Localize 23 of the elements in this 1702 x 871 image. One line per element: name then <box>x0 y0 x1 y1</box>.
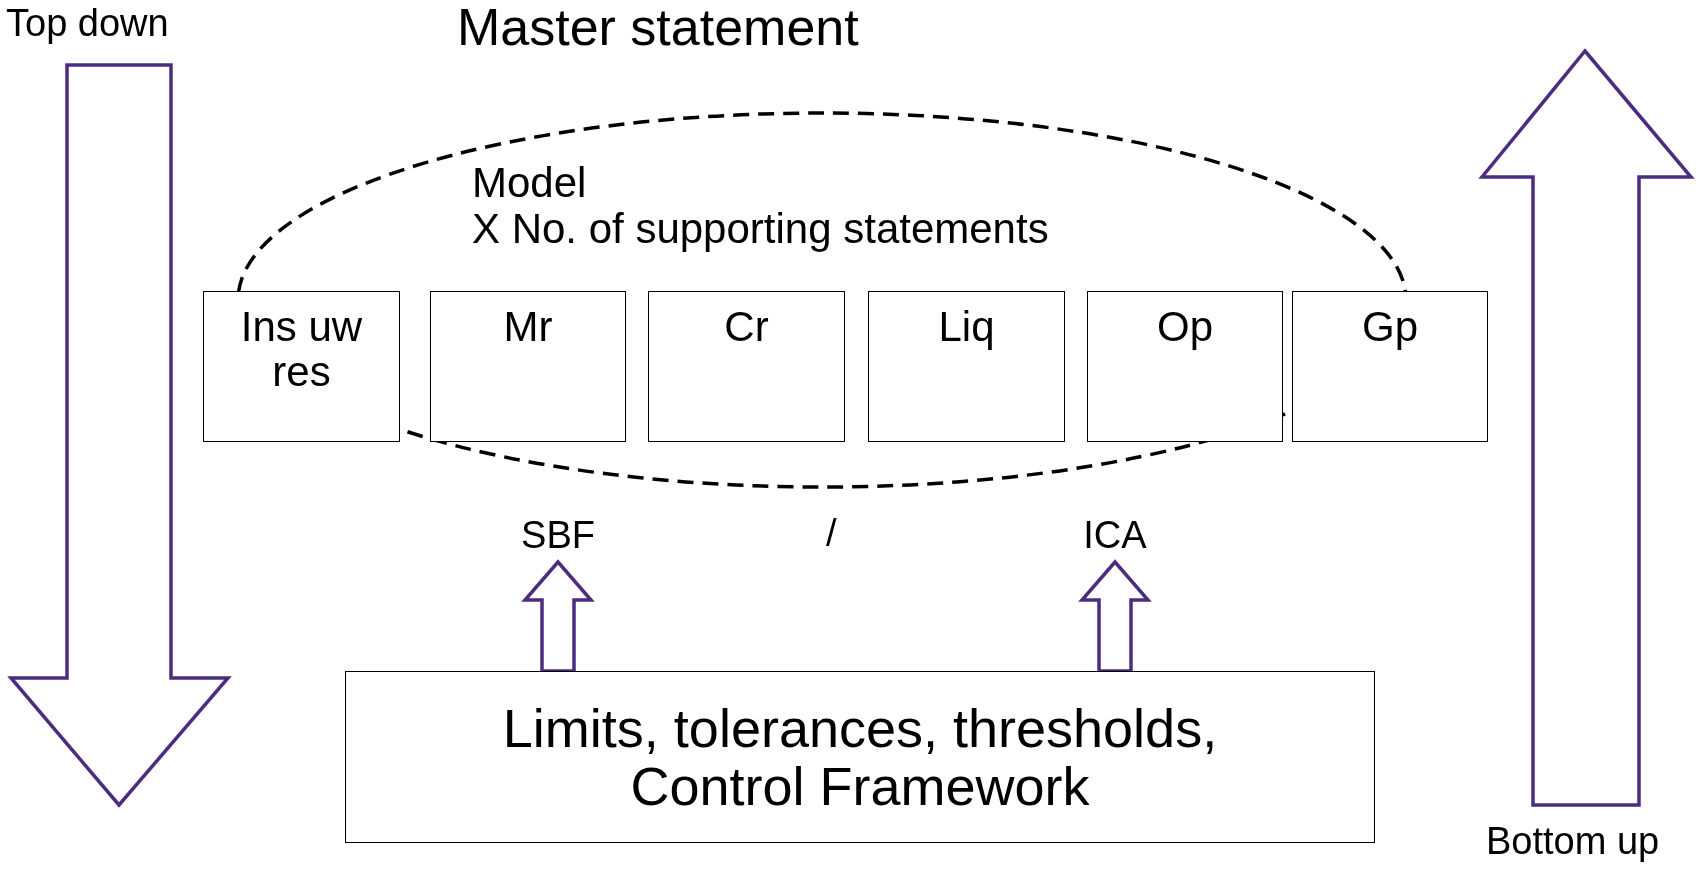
text-label: / <box>826 514 837 554</box>
node-label: ICA <box>1082 513 1148 558</box>
ellipse-label: Model <box>472 161 587 206</box>
block-arrow <box>521 559 595 673</box>
box-label: Cr <box>723 302 770 350</box>
box-label: Op <box>1156 302 1214 350</box>
box-label: Limits, tolerances, thresholds, Control Framework <box>501 698 1219 816</box>
block-arrow <box>1078 559 1152 673</box>
text-label: Top down <box>6 4 169 44</box>
text-label: Bottom up <box>1486 822 1660 862</box>
ellipse-label: X No. of supporting statements <box>472 207 1049 252</box>
category-box <box>1292 291 1488 442</box>
box-label: Liq <box>937 302 996 350</box>
box-label: Gp <box>1361 302 1419 350</box>
box-label: Mr <box>502 302 554 350</box>
category-box <box>648 291 845 442</box>
node-label: SBF <box>520 513 596 558</box>
category-box <box>345 671 1375 843</box>
category-box <box>430 291 626 442</box>
category-box <box>203 291 400 442</box>
title: Master statement <box>457 0 859 55</box>
category-box <box>868 291 1065 442</box>
box-label: Ins uw res <box>239 302 364 395</box>
